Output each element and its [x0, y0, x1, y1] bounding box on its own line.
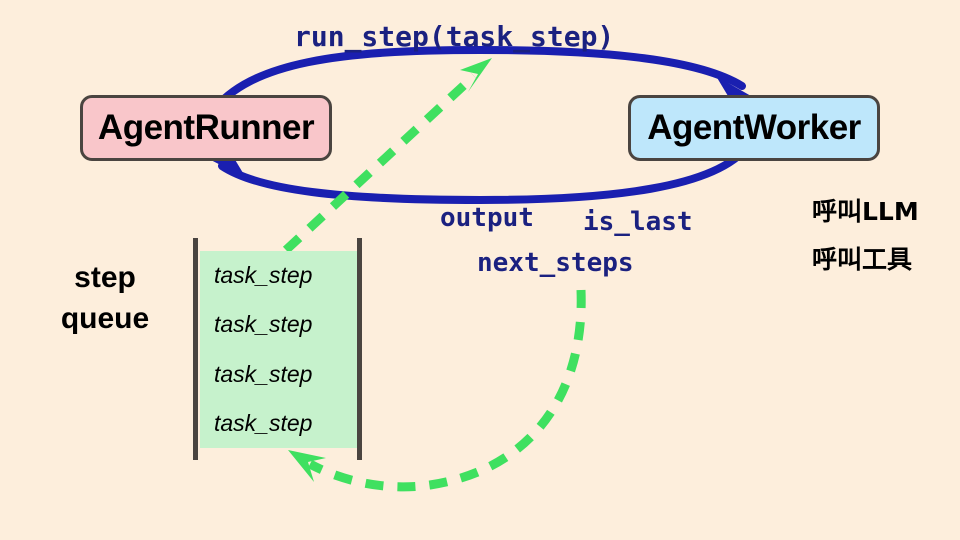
edge-label-output: output	[440, 203, 534, 233]
node-agent-runner[interactable]: AgentRunner	[80, 95, 332, 161]
queue-background	[200, 251, 358, 448]
edge-label-run-step: run_step(task_step)	[294, 20, 615, 53]
queue-item: task_step	[214, 262, 313, 289]
arrow-enqueue-next-steps	[288, 289, 586, 492]
queue-item: task_step	[214, 360, 313, 387]
arrow-run-step-forward	[208, 45, 758, 116]
queue-title: step queue	[30, 258, 180, 339]
edge-label-next-steps: next_steps	[477, 248, 634, 278]
queue-item-list: task_step task_step task_step task_step	[200, 251, 358, 448]
queue-title-line2: queue	[60, 301, 150, 335]
edge-label-is-last: is_last	[583, 207, 693, 237]
queue-right-bar	[357, 238, 362, 460]
queue-item: task_step	[214, 409, 313, 436]
annotation-call-llm: 呼叫LLM	[812, 197, 919, 226]
queue-title-line1: step	[74, 261, 136, 294]
queue-item: task_step	[214, 311, 313, 338]
node-agent-worker-label: AgentWorker	[647, 108, 861, 147]
arrow-dequeue-task-step	[282, 58, 492, 254]
node-agent-worker[interactable]: AgentWorker	[628, 95, 880, 161]
queue-left-bar	[193, 238, 198, 460]
node-agent-runner-label: AgentRunner	[97, 108, 315, 147]
annotation-call-tool: 呼叫工具	[812, 245, 913, 274]
